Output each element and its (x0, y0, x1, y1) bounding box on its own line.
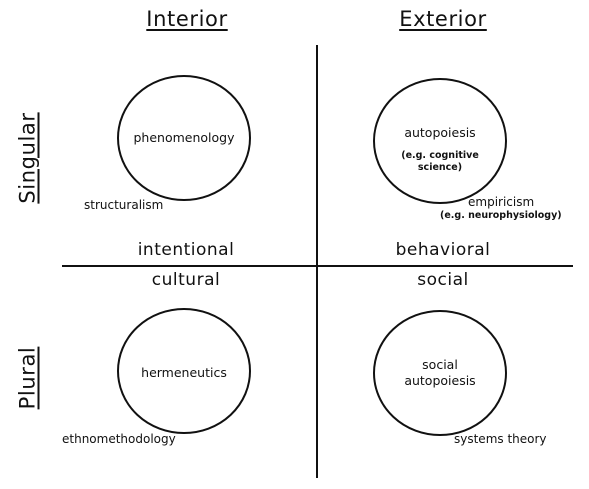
circle-top-right (373, 78, 507, 204)
axis-label-cultural: cultural (151, 270, 221, 290)
row-header-singular: Singular (15, 112, 40, 204)
circle-bottom-right (373, 310, 507, 436)
circle-label-autopoiesis: autopoiesis (404, 125, 476, 140)
circle-sublabel-cognitive-science: (e.g. cognitive science) (401, 150, 479, 173)
column-header-exterior: Exterior (399, 7, 487, 31)
axis-label-social: social (417, 270, 469, 290)
outer-label-structuralism: structuralism (84, 198, 164, 212)
circle-label-hermeneutics: hermeneutics (141, 365, 227, 380)
outer-label-empiricism: empiricism (468, 195, 535, 209)
circle-label-social-autopoiesis: social autopoiesis (404, 357, 476, 388)
circle-label-phenomenology: phenomenology (133, 130, 235, 145)
axis-label-behavioral: behavioral (395, 240, 491, 260)
outer-label-ethnomethodology: ethnomethodology (62, 432, 176, 446)
outer-label-systems-theory: systems theory (454, 432, 547, 446)
row-header-plural: Plural (15, 346, 40, 410)
column-header-interior: Interior (146, 7, 228, 31)
circle-top-left (117, 75, 251, 201)
outer-sublabel-neurophysiology: (e.g. neurophysiology) (440, 210, 562, 221)
circle-bottom-left (117, 308, 251, 434)
axis-label-intentional: intentional (137, 240, 235, 260)
